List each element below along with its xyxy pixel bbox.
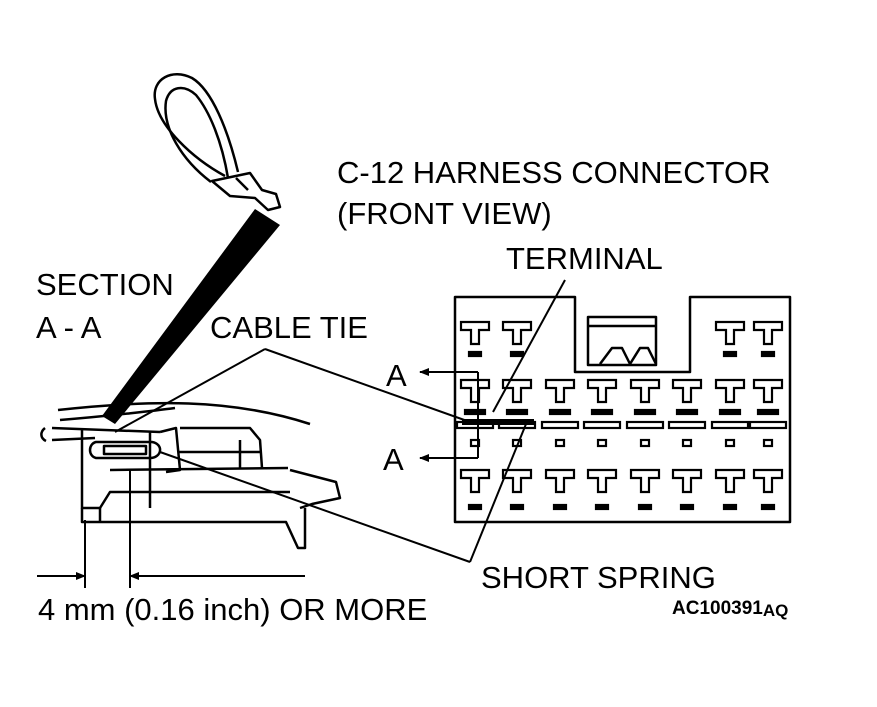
terminal-cavity-top xyxy=(459,320,491,346)
terminal-cavity-bottom xyxy=(544,468,576,494)
terminal-contact-bottom xyxy=(467,503,483,511)
section-a-a-drawing xyxy=(40,401,342,550)
section-label-line1: SECTION xyxy=(36,267,174,302)
terminal-slot-middle xyxy=(667,420,707,430)
connector-title-line1: C-12 HARNESS CONNECTOR xyxy=(337,155,771,190)
terminal-label: TERMINAL xyxy=(506,241,663,276)
terminal-cavities xyxy=(455,320,788,511)
terminal-slot-middle xyxy=(625,420,665,430)
terminal-contact-middle xyxy=(675,408,699,416)
terminal-lock-middle xyxy=(554,438,566,448)
terminal-lock-middle xyxy=(681,438,693,448)
terminal-slot-middle xyxy=(540,420,580,430)
terminal-contact-top xyxy=(467,350,483,358)
terminal-cavity-middle xyxy=(714,378,746,404)
terminal-contact-bottom xyxy=(594,503,610,511)
terminal-cavity-bottom xyxy=(586,468,618,494)
terminal-contact-bottom xyxy=(552,503,568,511)
terminal-cavity-middle xyxy=(629,378,661,404)
leader-lines xyxy=(114,279,566,563)
terminal-lock-middle xyxy=(596,438,608,448)
terminal-cavity-top xyxy=(501,320,533,346)
terminal-cavity-bottom xyxy=(501,468,533,494)
terminal-cavity-middle xyxy=(544,378,576,404)
terminal-cavity-bottom xyxy=(752,468,784,494)
terminal-contact-top xyxy=(509,350,525,358)
tie-pointer-wedge xyxy=(102,209,280,424)
section-cut-line xyxy=(419,368,479,462)
figure-code-main: AC100391 xyxy=(672,598,763,619)
terminal-slot-middle xyxy=(710,420,750,430)
connector-key-slot xyxy=(586,315,658,367)
terminal-contact-middle xyxy=(505,408,529,416)
section-mark-bottom: A xyxy=(383,442,404,477)
terminal-contact-middle xyxy=(590,408,614,416)
figure-code-suffix: AQ xyxy=(763,601,789,620)
terminal-slot-middle xyxy=(582,420,622,430)
terminal-slot-middle xyxy=(748,420,788,430)
terminal-cavity-middle xyxy=(586,378,618,404)
terminal-contact-bottom xyxy=(637,503,653,511)
terminal-cavity-top xyxy=(714,320,746,346)
figure-code: AC100391AQ xyxy=(672,598,788,620)
terminal-cavity-bottom xyxy=(629,468,661,494)
terminal-cavity-bottom xyxy=(459,468,491,494)
terminal-contact-middle xyxy=(463,408,487,416)
terminal-lock-middle xyxy=(639,438,651,448)
section-label-line2: A - A xyxy=(36,310,102,345)
terminal-contact-bottom xyxy=(509,503,525,511)
terminal-cavity-middle xyxy=(459,378,491,404)
short-spring-label: SHORT SPRING xyxy=(481,560,716,595)
terminal-cavity-bottom xyxy=(714,468,746,494)
terminal-contact-top xyxy=(760,350,776,358)
terminal-cavity-middle xyxy=(501,378,533,404)
terminal-contact-top xyxy=(722,350,738,358)
terminal-contact-middle xyxy=(548,408,572,416)
measurement-label: 4 mm (0.16 inch) OR MORE xyxy=(38,592,427,627)
terminal-cavity-bottom xyxy=(671,468,703,494)
connector-housing xyxy=(453,295,792,524)
terminal-cavity-middle xyxy=(752,378,784,404)
terminal-lock-middle xyxy=(762,438,774,448)
section-mark-top: A xyxy=(386,358,407,393)
connector-title-line2: (FRONT VIEW) xyxy=(337,196,552,231)
terminal-lock-middle xyxy=(724,438,736,448)
terminal-contact-middle xyxy=(756,408,780,416)
highlighted-terminal-bar xyxy=(462,419,534,425)
cable-tie-label: CABLE TIE xyxy=(210,310,368,345)
connector-front-view xyxy=(453,295,792,524)
terminal-contact-bottom xyxy=(722,503,738,511)
cable-tie-illustration xyxy=(153,73,282,212)
terminal-contact-middle xyxy=(633,408,657,416)
terminal-contact-bottom xyxy=(679,503,695,511)
dimension-marker xyxy=(37,470,305,588)
terminal-contact-middle xyxy=(718,408,742,416)
terminal-cavity-top xyxy=(752,320,784,346)
terminal-cavity-middle xyxy=(671,378,703,404)
terminal-contact-bottom xyxy=(760,503,776,511)
